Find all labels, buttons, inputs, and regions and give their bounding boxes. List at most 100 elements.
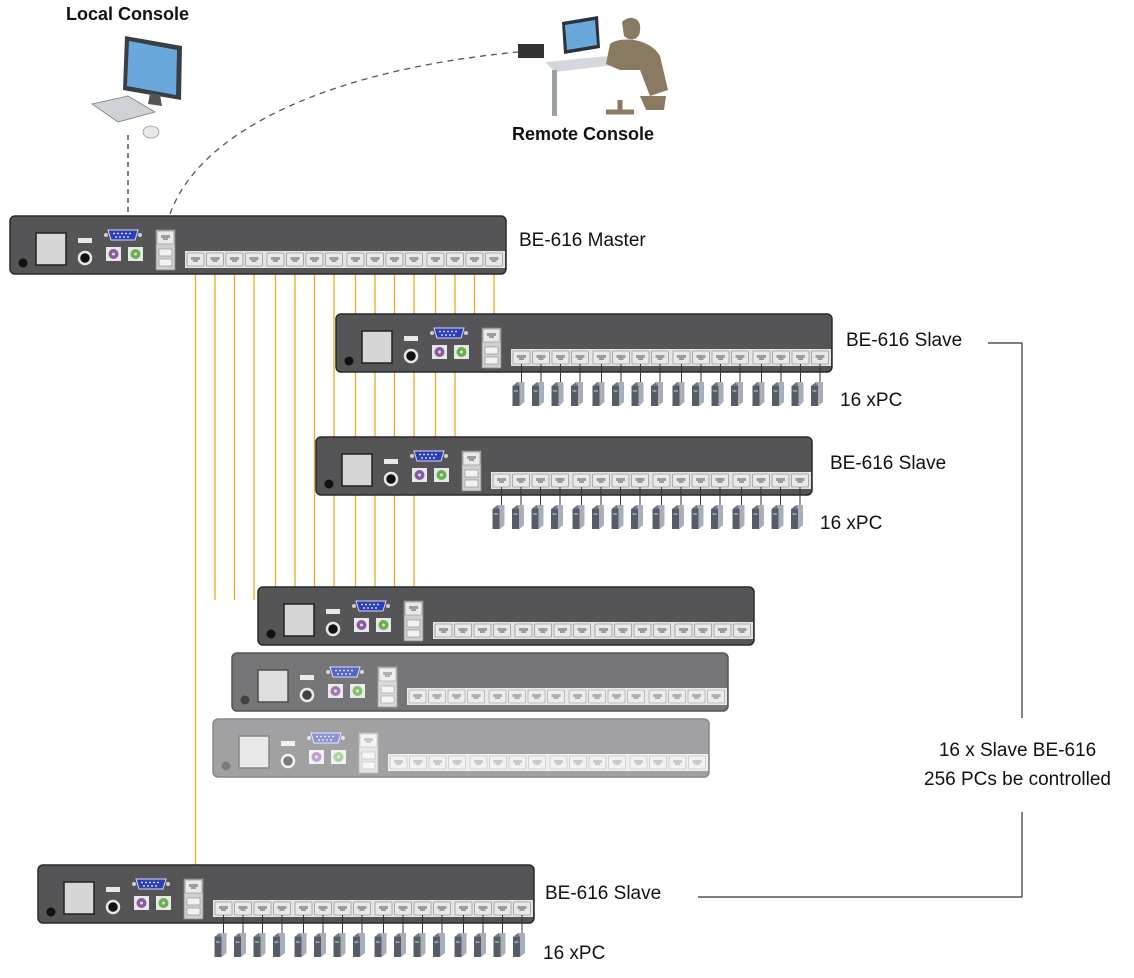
slave-switch-3-port-6 bbox=[534, 623, 552, 638]
local-monitor-stand bbox=[148, 93, 162, 106]
slave-switch-1-pc-2 bbox=[531, 381, 545, 407]
slave-switch-5-port-6 bbox=[489, 755, 507, 770]
slave-switch-last-port-8 bbox=[353, 901, 371, 916]
slave-switch-5-port-12 bbox=[608, 755, 626, 770]
slave-switch-5-port-10 bbox=[569, 755, 587, 770]
slave-switch-2-port-13 bbox=[732, 473, 751, 488]
master-switch-port-13 bbox=[426, 252, 445, 267]
master-switch-port-12 bbox=[405, 252, 423, 267]
local-console bbox=[91, 36, 182, 139]
slave-switch-1-pc-6 bbox=[611, 381, 625, 407]
slave-switch-4 bbox=[232, 653, 728, 711]
slave-switch-4-port-4 bbox=[467, 689, 485, 704]
slave-switch-5-port-9 bbox=[549, 755, 568, 770]
slave-label-1: BE-616 Slave bbox=[846, 330, 963, 351]
slave-switch-1-pc-1 bbox=[512, 381, 525, 407]
slave-switch-2-pc-3 bbox=[531, 504, 544, 530]
slave-switch-1-port-9 bbox=[672, 350, 691, 365]
master-switch-port-3 bbox=[225, 252, 244, 267]
master-switch-port-14 bbox=[446, 252, 464, 267]
slave-switch-3-port-group-2 bbox=[513, 622, 593, 639]
local-mouse bbox=[142, 125, 160, 139]
slave-label-last: BE-616 Slave bbox=[545, 883, 662, 904]
slave-switch-3-port-5 bbox=[514, 623, 533, 638]
slave-switch-4-port-3 bbox=[447, 689, 466, 704]
master-switch-port-8 bbox=[325, 252, 343, 267]
slave-switch-1-port-10 bbox=[692, 350, 710, 365]
slave-switch-2-port-2 bbox=[512, 473, 530, 488]
slave-switch-last-port-12 bbox=[433, 901, 451, 916]
slave-switch-2-pc-10 bbox=[671, 504, 685, 530]
slave-switch-last-port-2 bbox=[234, 901, 252, 916]
bracket-bottom bbox=[698, 812, 1023, 898]
slave-switch-1-pc-15 bbox=[791, 381, 804, 407]
slave-switch-4-port-15 bbox=[687, 689, 706, 704]
slave-switch-last-pc-5 bbox=[294, 932, 307, 958]
slave-switch-5-port-16 bbox=[688, 755, 706, 770]
slave-label-2: BE-616 Slave bbox=[830, 453, 947, 474]
master-switch bbox=[10, 216, 506, 274]
slave-switch-3-port-3 bbox=[473, 623, 492, 638]
slave-switch-1-port-16 bbox=[811, 350, 829, 365]
slave-switch-last-pc-13 bbox=[454, 932, 467, 958]
pcs-label-last: 16 xPC bbox=[543, 943, 606, 964]
slave-switch-3-port-group-3 bbox=[593, 622, 673, 639]
slave-switch-4-port-12 bbox=[627, 689, 645, 704]
master-switch-port-11 bbox=[385, 252, 404, 267]
slave-switch-4-port-9 bbox=[568, 689, 587, 704]
slave-switch-3 bbox=[258, 587, 754, 645]
slave-switch-3-port-12 bbox=[653, 623, 671, 638]
slave-switch-1-port-13 bbox=[752, 350, 771, 365]
slave-switch-3-port-10 bbox=[614, 623, 632, 638]
remote-user-head bbox=[622, 17, 641, 40]
remote-console-link bbox=[169, 51, 519, 215]
slave-switch-last-port-6 bbox=[314, 901, 332, 916]
slave-switch-2-port-11 bbox=[691, 473, 710, 488]
master-switch-port-group-4 bbox=[425, 251, 505, 268]
slave-switch-last-port-4 bbox=[273, 901, 291, 916]
slave-switch-2-port-9 bbox=[652, 473, 671, 488]
slave-switch-5-port-group-4 bbox=[628, 754, 708, 771]
slave-switch-1-pc-11 bbox=[711, 381, 724, 407]
slave-switch-5-port-4 bbox=[448, 755, 466, 770]
slave-switch-2 bbox=[316, 437, 812, 495]
slave-switch-last-pc-7 bbox=[333, 932, 346, 958]
slave-switch-1-pc-9 bbox=[672, 381, 685, 407]
slave-switch-1-pc-8 bbox=[650, 381, 664, 407]
slave-switch-2-pc-14 bbox=[751, 504, 765, 530]
slave-switch-1-port-11 bbox=[711, 350, 730, 365]
slave-switch-last-port-11 bbox=[413, 901, 432, 916]
slave-switch-1 bbox=[336, 314, 832, 372]
slave-switch-1-port-group-4 bbox=[751, 349, 831, 366]
slave-switch-5-port-group-1 bbox=[388, 754, 468, 771]
slave-switch-5-port-group-2 bbox=[468, 754, 548, 771]
slave-switch-last-port-13 bbox=[454, 901, 473, 916]
master-switch-port-6 bbox=[286, 252, 304, 267]
slave-switch-5-port-1 bbox=[389, 755, 408, 770]
slave-switch-last-pc-14 bbox=[473, 932, 487, 958]
slave-switch-2-port-14 bbox=[752, 473, 770, 488]
slave-switch-1-port-3 bbox=[551, 350, 570, 365]
remote-monitor-screen bbox=[565, 20, 597, 50]
slave-switch-1-pc-4 bbox=[570, 381, 584, 407]
summary-line-1: 16 x Slave BE-616 bbox=[938, 740, 1097, 761]
master-switch-port-7 bbox=[305, 252, 324, 267]
remote-user-body bbox=[606, 39, 668, 96]
slave-switch-2-port-group-1 bbox=[491, 472, 571, 489]
slave-switch-last-port-14 bbox=[474, 901, 492, 916]
slave-switch-1-port-1 bbox=[512, 350, 531, 365]
slave-switch-1-port-8 bbox=[651, 350, 669, 365]
master-switch-port-10 bbox=[366, 252, 384, 267]
slave-switch-2-pc-4 bbox=[550, 504, 564, 530]
slave-switch-4-port-10 bbox=[588, 689, 606, 704]
slave-switch-3-port-13 bbox=[674, 623, 693, 638]
remote-chair bbox=[640, 96, 666, 110]
slave-switch-2-port-15 bbox=[771, 473, 790, 488]
slave-switch-3-port-group-1 bbox=[433, 622, 513, 639]
master-switch-port-9 bbox=[346, 252, 365, 267]
slave-switch-5-port-group-3 bbox=[548, 754, 628, 771]
slave-switch-2-port-16 bbox=[791, 473, 809, 488]
slave-switch-1-pc-13 bbox=[752, 381, 765, 407]
slave-switch-last-port-10 bbox=[394, 901, 412, 916]
